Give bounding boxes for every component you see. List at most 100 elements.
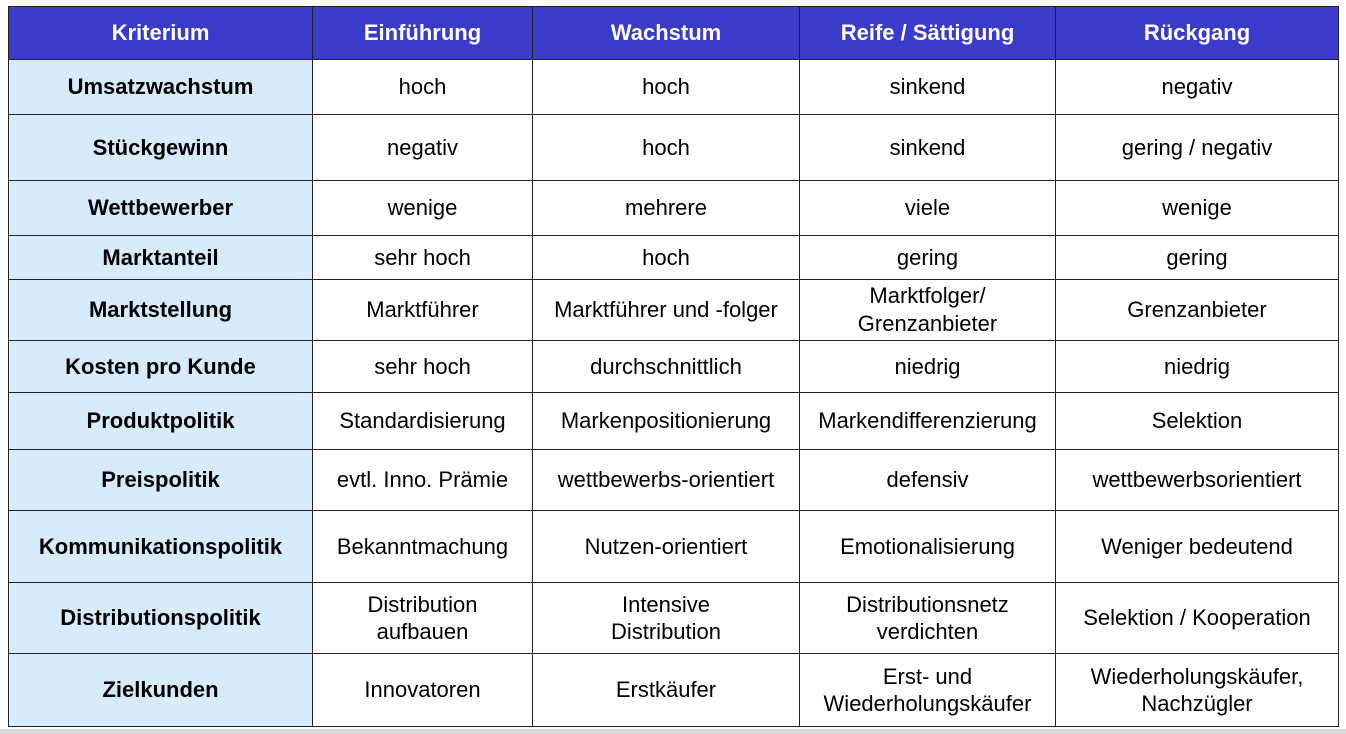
cell-text: negativ	[387, 134, 458, 160]
table-cell: Erst- und Wiederholungskäufer	[799, 653, 1056, 727]
table-cell: niedrig	[1055, 340, 1339, 394]
cell-text: gering / negativ	[1121, 134, 1273, 160]
cell-text: Erst- und Wiederholungskäufer	[823, 663, 1032, 717]
row-label: Kommunikationspolitik	[8, 510, 313, 583]
row-label: Umsatzwachstum	[8, 58, 313, 116]
table-cell: gering	[1055, 235, 1339, 280]
cell-text: Weniger bedeutend	[1101, 533, 1293, 559]
table-cell: niedrig	[799, 340, 1056, 394]
cell-text: Wiederholungskäufer, Nachzügler	[1090, 663, 1304, 717]
cell-text: negativ	[1161, 74, 1233, 100]
row-label: Marktanteil	[8, 235, 313, 280]
table-cell: wettbewerbsorientiert	[1055, 448, 1339, 512]
table-cell: viele	[799, 179, 1056, 237]
table-cell: Markendifferenzierung	[799, 392, 1056, 450]
table-cell: wenige	[312, 179, 533, 237]
table-cell: Marktfolger/ Grenzanbieter	[799, 278, 1056, 342]
cell-text: Bekanntmachung	[336, 533, 509, 559]
row-label: Kosten pro Kunde	[8, 340, 313, 394]
column-header: Einführung	[312, 6, 533, 60]
table-cell: wettbewerbs-orientiert	[532, 448, 800, 512]
table-cell: Selektion	[1055, 392, 1339, 450]
table-cell: sinkend	[799, 114, 1056, 181]
row-label: Marktstellung	[8, 278, 313, 342]
cell-text: sehr hoch	[374, 244, 471, 270]
cell-text: sehr hoch	[374, 354, 471, 379]
cell-text: Selektion / Kooperation	[1083, 605, 1311, 631]
table-cell: hoch	[532, 114, 800, 181]
table-cell: gering	[799, 235, 1056, 280]
cell-text: viele	[904, 195, 951, 221]
cell-text: wettbewerbs-orientiert	[557, 467, 775, 493]
row-label: Produktpolitik	[8, 392, 313, 450]
cell-text: hoch	[642, 244, 690, 270]
table-row: Kosten pro Kunde sehr hoch durchschnittlic…	[8, 340, 1339, 394]
row-label: Zielkunden	[8, 653, 313, 727]
table-cell: wenige	[1055, 179, 1339, 237]
cell-text: defensiv	[886, 467, 969, 493]
table-cell: Wiederholungskäufer, Nachzügler	[1055, 653, 1339, 727]
cell-text: sinkend	[889, 74, 966, 100]
table-cell: Selektion / Kooperation	[1055, 581, 1339, 655]
table-cell: mehrere	[532, 179, 800, 237]
table-cell: Standardisierung	[312, 392, 533, 450]
cell-text: Grenzanbieter	[1127, 297, 1267, 323]
cell-text: Marktfolger/ Grenzanbieter	[857, 283, 998, 336]
table-row: Stückgewinn negativ hoch sinkend gering / ne…	[8, 114, 1339, 181]
cell-text: Selektion	[1151, 408, 1243, 434]
column-header: Kriterium	[8, 6, 313, 60]
table-cell: gering / negativ	[1055, 114, 1339, 181]
cell-text: wettbewerbsorientiert	[1092, 467, 1302, 493]
table-cell: Markenpositionierung	[532, 392, 800, 450]
cell-text: wenige	[1162, 195, 1232, 221]
table-cell: evtl. Inno. Prämie	[312, 448, 533, 512]
cell-text: Marktführer und -folger	[554, 297, 778, 323]
table-cell: Distribution aufbauen	[312, 581, 533, 655]
cell-text: Nutzen-orientiert	[584, 533, 748, 559]
cell-text: Intensive Distribution	[610, 591, 722, 645]
table-cell: Nutzen-orientiert	[532, 510, 800, 583]
table-cell: Bekanntmachung	[312, 510, 533, 583]
table-cell: sehr hoch	[312, 340, 533, 394]
table-cell: Distributionsnetz verdichten	[799, 581, 1056, 655]
table-cell: sinkend	[799, 58, 1056, 116]
cell-text: Markenpositionierung	[560, 408, 772, 434]
cell-text: Standardisierung	[339, 408, 506, 434]
cell-text: Marktführer	[366, 297, 479, 323]
row-label: Wettbewerber	[8, 179, 313, 237]
table-row: Kommunikationspolitik Bekanntmachung Nutze…	[8, 510, 1339, 583]
table-cell: Intensive Distribution	[532, 581, 800, 655]
table-cell: Weniger bedeutend	[1055, 510, 1339, 583]
table-row: Marktanteil sehr hoch hoch gering gering	[8, 235, 1339, 280]
column-header: Rückgang	[1055, 6, 1339, 60]
column-header: Wachstum	[532, 6, 800, 60]
cell-text: Erstkäufer	[615, 677, 717, 703]
table-cell: sehr hoch	[312, 235, 533, 280]
column-header: Reife / Sättigung	[799, 6, 1056, 60]
cell-text: sinkend	[889, 134, 966, 160]
cell-text: Markendifferenzierung	[818, 408, 1037, 434]
cell-text: hoch	[642, 134, 690, 160]
table-cell: negativ	[312, 114, 533, 181]
table-cell: Innovatoren	[312, 653, 533, 727]
row-label: Stückgewinn	[8, 114, 313, 181]
cell-text: hoch	[642, 74, 690, 100]
cell-text: Distributionsnetz verdichten	[846, 591, 1009, 645]
table-row: Marktstellung Marktführer Marktführer und …	[8, 278, 1339, 342]
table-cell: Marktführer und -folger	[532, 278, 800, 342]
table-cell: hoch	[532, 58, 800, 116]
table-cell: durchschnittlich	[532, 340, 800, 394]
cell-text: gering	[1166, 244, 1228, 270]
cell-text: mehrere	[625, 195, 707, 221]
row-label: Distributionspolitik	[8, 581, 313, 655]
table-row: Produktpolitik Standardisierung Markenposi…	[8, 392, 1339, 450]
cell-text: niedrig	[1163, 354, 1231, 379]
row-label: Preispolitik	[8, 448, 313, 512]
